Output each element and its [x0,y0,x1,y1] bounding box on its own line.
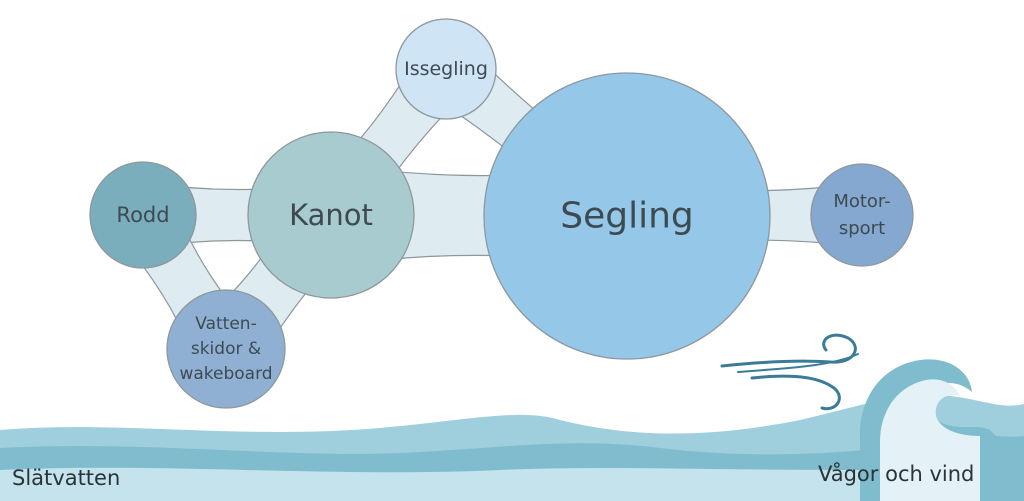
node-segling-circle [483,72,771,360]
node-issegling: Issegling [395,18,497,120]
node-issegling-circle [395,18,497,120]
node-issegling-label-0: Issegling [404,58,488,80]
water-waves [0,359,1024,501]
node-segling-label-0: Segling [560,196,694,237]
node-rodd-label-0: Rodd [116,203,169,227]
node-kanot-circle [247,131,415,299]
node-rodd-circle [89,161,197,269]
node-vattenskidor-label-1: skidor & [191,339,261,359]
waves-and-wind-label: Vågor och vind [818,462,975,486]
node-vattenskidor: Vatten-skidor & wakeboard [166,289,286,409]
node-kanot-label-0: Kanot [289,198,373,232]
wind-gust-bottom [750,374,841,411]
wave-foam [880,379,980,501]
calm-water-label: Slätvatten [12,466,121,490]
node-vattenskidor-label-2: wakeboard [179,364,272,384]
node-motorsport-label-1: sport [839,218,885,239]
wave-front [0,467,1024,501]
wind-gust-mid [737,353,859,373]
node-vattenskidor-label-0: Vatten- [195,314,256,334]
wind-icon [720,333,859,411]
node-kanot: Kanot [247,131,415,299]
node-motorsport-circle [810,163,914,267]
node-motorsport: Motor-sport [810,163,914,267]
node-vattenskidor-circle [166,289,286,409]
node-motorsport-label-0: Motor- [833,191,890,212]
node-segling: Segling [483,72,771,360]
node-rodd: Rodd [89,161,197,269]
